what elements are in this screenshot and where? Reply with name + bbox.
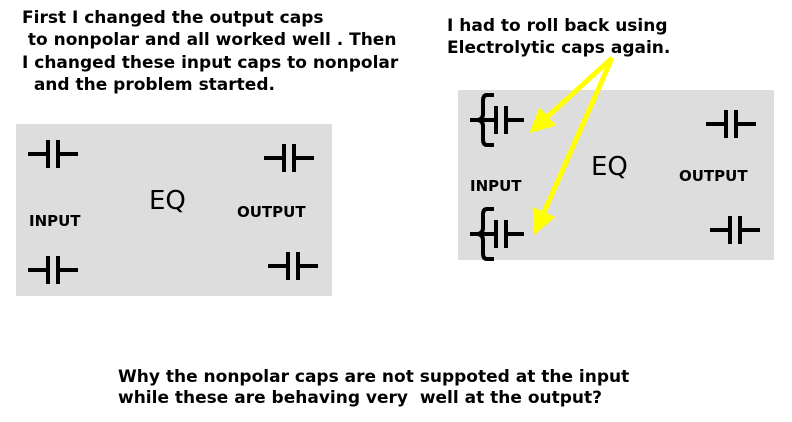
input-label: INPUT [470, 177, 522, 195]
electrolytic-capacitor-icon [470, 92, 524, 148]
eq-label: EQ [149, 186, 186, 216]
nonpolar-capacitor-icon [710, 212, 760, 248]
left-note-line-1: First I changed the output caps [22, 8, 324, 28]
electrolytic-capacitor-icon [470, 206, 524, 262]
input-label: INPUT [29, 212, 81, 230]
right-note-line-1: I had to roll back using [447, 16, 668, 36]
nonpolar-capacitor-icon [706, 106, 756, 142]
nonpolar-capacitor-icon [264, 140, 314, 176]
left-note-line-4: and the problem started. [22, 75, 275, 95]
left-diagram-panel: INPUT EQ OUTPUT [16, 124, 332, 296]
question-line-2: while these are behaving very well at th… [118, 388, 602, 408]
output-label: OUTPUT [237, 203, 306, 221]
nonpolar-capacitor-icon [28, 252, 78, 288]
eq-label: EQ [591, 152, 628, 182]
right-note-line-2: Electrolytic caps again. [447, 38, 671, 58]
left-note-line-3: I changed these input caps to nonpolar [22, 53, 399, 73]
nonpolar-capacitor-icon [268, 248, 318, 284]
output-label: OUTPUT [679, 167, 748, 185]
right-diagram-panel: INPUT EQ OUTPUT [458, 90, 774, 262]
nonpolar-capacitor-icon [28, 136, 78, 172]
question-line-1: Why the nonpolar caps are not suppoted a… [118, 367, 630, 387]
left-note-line-2: to nonpolar and all worked well . Then [22, 30, 397, 50]
